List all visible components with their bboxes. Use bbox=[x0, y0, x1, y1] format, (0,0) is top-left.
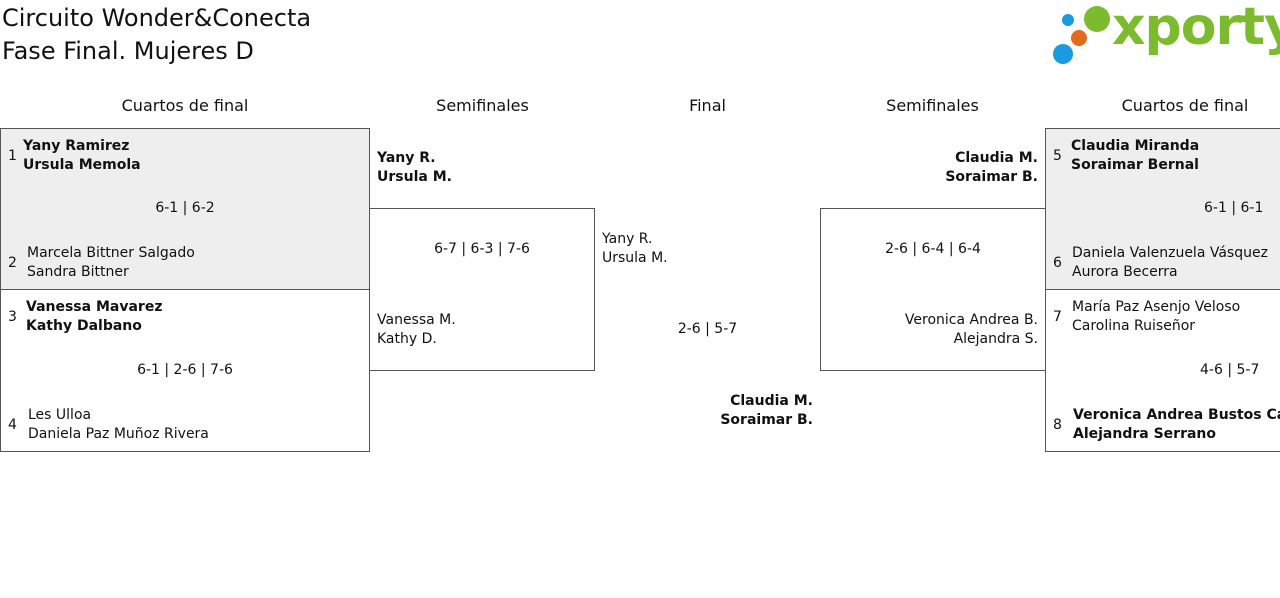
player-name: Les Ulloa bbox=[28, 407, 92, 423]
player-name: Soraimar Bernal bbox=[1071, 157, 1199, 173]
player-name: Soraimar B. bbox=[945, 169, 1038, 185]
seed-number: 8 bbox=[1053, 417, 1062, 433]
player-name: Veronica Andrea B. bbox=[904, 312, 1038, 328]
logo-dot-green-icon bbox=[1084, 6, 1110, 32]
player-name: Aurora Becerra bbox=[1072, 264, 1178, 280]
match-card-rq2[interactable]: 7 María Paz Asenjo Veloso Carolina Ruise… bbox=[1045, 289, 1280, 452]
player-name: Yany R. bbox=[377, 150, 436, 166]
player-name: Soraimar B. bbox=[720, 412, 813, 428]
seed-number: 6 bbox=[1053, 255, 1062, 271]
match-card-lq2[interactable]: 3 Vanessa Mavarez Kathy Dalbano 6-1 | 2-… bbox=[0, 289, 370, 452]
player-name: Kathy Dalbano bbox=[26, 318, 142, 334]
player-name: Ursula M. bbox=[377, 169, 452, 185]
player-name: Kathy D. bbox=[377, 331, 437, 347]
page-title: Circuito Wonder&Conecta bbox=[2, 4, 312, 32]
header-right-semis: Semifinales bbox=[886, 96, 979, 115]
player-name: Claudia M. bbox=[730, 393, 813, 409]
header-right-quarters: Cuartos de final bbox=[1121, 96, 1249, 115]
match-card-lq1[interactable]: 1 Yany Ramirez Ursula Memola 6-1 | 6-2 2… bbox=[0, 128, 370, 290]
match-score: 2-6 | 6-4 | 6-4 bbox=[885, 241, 981, 257]
final-score: 2-6 | 5-7 bbox=[677, 321, 738, 337]
seed-number: 4 bbox=[8, 417, 17, 433]
player-name: Ursula Memola bbox=[23, 157, 141, 173]
player-name: Claudia M. bbox=[955, 150, 1038, 166]
player-name: María Paz Asenjo Veloso bbox=[1072, 299, 1241, 315]
match-score: 6-1 | 6-1 bbox=[1204, 200, 1264, 216]
player-name: Alejandra Serrano bbox=[1073, 426, 1217, 442]
logo-dot-blue-small-icon bbox=[1062, 14, 1074, 26]
match-score: 6-1 | 6-2 bbox=[155, 200, 215, 216]
match-card-left-semi[interactable]: 6-7 | 6-3 | 7-6 Vanessa M. Kathy D. bbox=[369, 208, 595, 371]
player-name: Claudia Miranda bbox=[1071, 138, 1200, 154]
seed-number: 3 bbox=[8, 309, 17, 325]
player-name: Alejandra S. bbox=[953, 331, 1038, 347]
match-score: 4-6 | 5-7 bbox=[1200, 362, 1260, 378]
match-score: 6-1 | 2-6 | 7-6 bbox=[137, 362, 233, 378]
player-name: Vanessa M. bbox=[377, 312, 456, 328]
match-card-rq1[interactable]: 5 Claudia Miranda Soraimar Bernal 6-1 | … bbox=[1045, 128, 1280, 290]
player-name: Veronica Andrea Bustos Cal bbox=[1073, 407, 1280, 423]
match-card-right-semi[interactable]: 2-6 | 6-4 | 6-4 Veronica Andrea B. Aleja… bbox=[820, 208, 1046, 371]
seed-number: 2 bbox=[8, 255, 17, 271]
player-name: Daniela Paz Muñoz Rivera bbox=[28, 426, 209, 442]
player-name: Yany R. bbox=[602, 231, 653, 247]
page-subtitle: Fase Final. Mujeres D bbox=[2, 37, 254, 65]
logo-dot-orange-icon bbox=[1071, 30, 1087, 46]
header-left-semis: Semifinales bbox=[436, 96, 529, 115]
seed-number: 5 bbox=[1053, 148, 1062, 164]
player-name: Sandra Bittner bbox=[27, 264, 129, 280]
xporty-logo[interactable]: xporty bbox=[1050, 0, 1280, 66]
header-final: Final bbox=[689, 96, 726, 115]
seed-number: 1 bbox=[8, 148, 17, 164]
player-name: Yany Ramirez bbox=[23, 138, 130, 154]
player-name: Ursula M. bbox=[602, 250, 668, 266]
seed-number: 7 bbox=[1053, 309, 1062, 325]
player-name: Carolina Ruiseñor bbox=[1072, 318, 1196, 334]
logo-text: xporty bbox=[1112, 0, 1280, 57]
logo-dot-blue-large-icon bbox=[1053, 44, 1073, 64]
player-name: Daniela Valenzuela Vásquez bbox=[1072, 245, 1268, 261]
player-name: Marcela Bittner Salgado bbox=[27, 245, 195, 261]
match-score: 6-7 | 6-3 | 7-6 bbox=[434, 241, 530, 257]
header-left-quarters: Cuartos de final bbox=[121, 96, 249, 115]
player-name: Vanessa Mavarez bbox=[26, 299, 163, 315]
